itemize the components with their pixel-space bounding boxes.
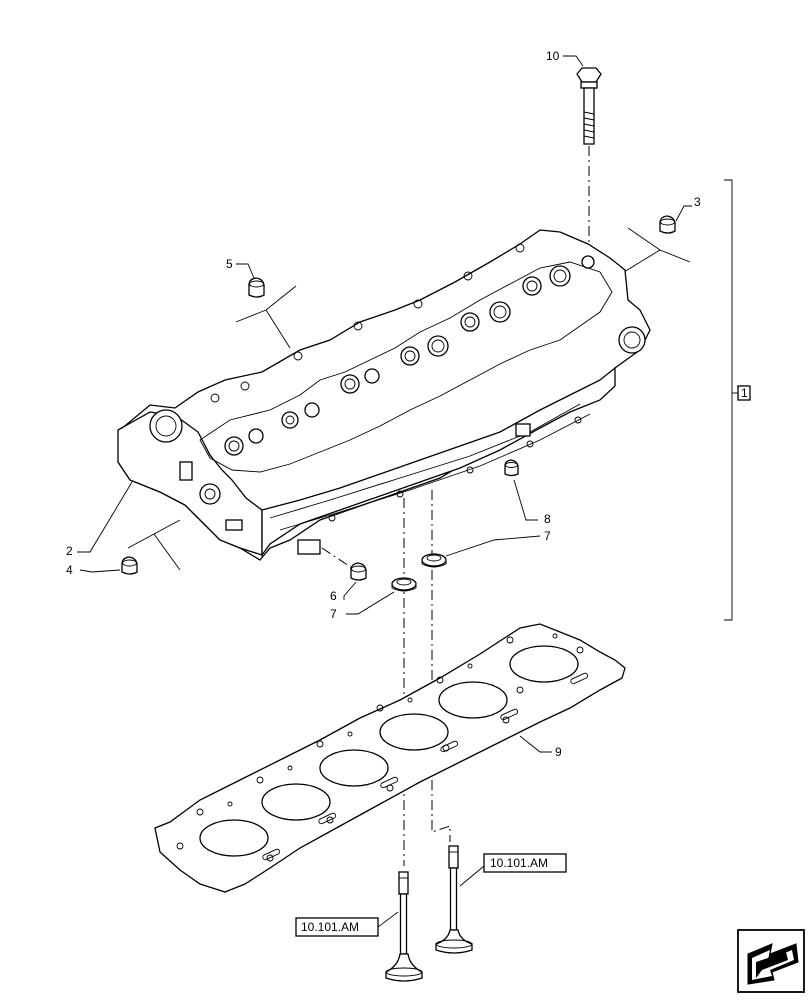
svg-text:5: 5 <box>226 257 233 271</box>
plug-5: 5 <box>226 257 265 298</box>
svg-text:1: 1 <box>741 386 748 400</box>
reference-box-left[interactable]: 10.101.AM <box>295 911 399 937</box>
callout-10: 10 <box>546 49 584 67</box>
cylinder-head-bolt <box>576 67 602 145</box>
svg-text:3: 3 <box>694 195 701 209</box>
valve-seat-ring-upper: 7 <box>421 529 551 568</box>
exhaust-valve-left <box>385 871 423 982</box>
intake-valve-right <box>435 845 473 954</box>
svg-text:2: 2 <box>66 544 73 558</box>
callout-9: 9 <box>555 745 562 759</box>
plug-8: 8 <box>504 459 551 526</box>
valve-seat-ring-lower: 7 <box>330 577 417 621</box>
next-page-arrow-icon[interactable] <box>737 929 805 993</box>
cylinder-head <box>117 229 651 561</box>
plug-6-axis <box>321 547 353 569</box>
callout-2: 2 <box>66 481 133 558</box>
svg-text:4: 4 <box>66 563 73 577</box>
svg-text:6: 6 <box>330 589 337 603</box>
svg-text:8: 8 <box>544 512 551 526</box>
plug-3: 3 <box>659 195 701 234</box>
leader-3 <box>627 227 691 263</box>
leader-5 <box>235 285 297 323</box>
reference-box-right[interactable]: 10.101.AM <box>459 853 567 887</box>
group-bracket-1: 1 <box>724 179 751 621</box>
head-gasket <box>154 623 626 893</box>
svg-text:7: 7 <box>544 529 551 543</box>
svg-text:10: 10 <box>546 49 560 63</box>
svg-text:10.101.AM: 10.101.AM <box>301 920 359 934</box>
plug-6: 6 <box>330 562 367 603</box>
svg-text:7: 7 <box>330 607 337 621</box>
svg-text:10.101.AM: 10.101.AM <box>490 856 548 870</box>
plug-4: 4 <box>66 556 138 577</box>
